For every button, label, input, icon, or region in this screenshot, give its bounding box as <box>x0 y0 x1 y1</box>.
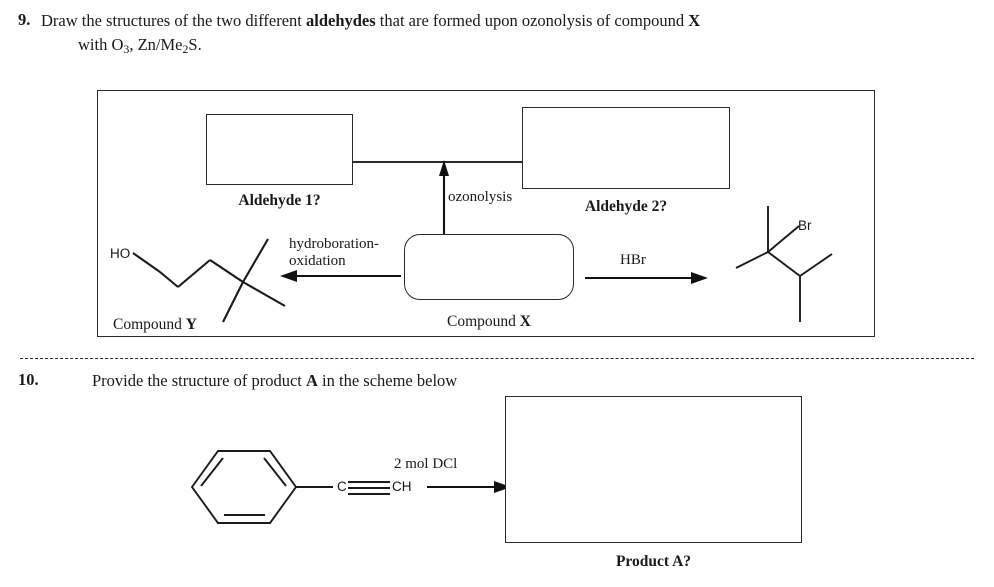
question-9-number: 9. <box>18 10 31 29</box>
hbr-arrow-head <box>691 272 708 284</box>
question-9-keyword-aldehydes: aldehydes <box>305 11 376 30</box>
aldehyde-1-answer-box[interactable] <box>206 114 353 185</box>
bond-cq-methyl-down <box>222 281 244 323</box>
bromide-br-label: Br <box>798 218 812 233</box>
product-a-caption: Product A? <box>615 553 692 570</box>
question-9-line2-mid: , Zn/Me <box>129 35 183 54</box>
bond-cq-methyl-left <box>735 251 769 269</box>
methyl-subscript: 2 <box>182 41 189 56</box>
benzene-ring <box>190 450 298 524</box>
compound-x-answer-box[interactable] <box>404 234 574 300</box>
phenylacetylene-structure <box>190 450 333 524</box>
aldehyde-2-caption: Aldehyde 2? <box>584 198 668 215</box>
compound-y-hydroxyl-label: HO <box>110 246 131 261</box>
bond-cq-methyl-right <box>242 281 286 307</box>
alkyl-bromide-structure <box>735 206 833 322</box>
compound-x-caption: Compound X <box>404 313 574 331</box>
scheme-9-frame <box>97 90 875 337</box>
alkyne-triple-bond <box>348 481 390 495</box>
hydroboration-label-line2: oxidation <box>289 252 346 269</box>
product-a-answer-box[interactable] <box>505 396 802 543</box>
bond-cq-methyl-up <box>242 238 269 283</box>
question-9-line2: with O3, Zn/Me2S. <box>78 34 202 57</box>
compound-y-letter: Y <box>185 316 197 333</box>
bond-c1-c2 <box>159 271 179 288</box>
bond-ch-methyl-right <box>799 253 833 277</box>
hydroboration-arrow <box>280 270 401 282</box>
alkyne-terminal-ch-label: CH <box>392 479 412 494</box>
hydroboration-arrow-head <box>280 270 297 282</box>
compound-x-caption-text: Compound <box>447 313 520 330</box>
ozone-subscript: 3 <box>123 41 130 56</box>
bond-oh-to-c1 <box>132 252 161 273</box>
bond-c2-c3 <box>177 259 211 288</box>
section-separator <box>20 358 974 359</box>
question-9-line2-pre: with O <box>78 35 124 54</box>
question-9-line1: Draw the structures of the two different… <box>41 10 700 31</box>
question-10-text-pre: Provide the structure of product <box>92 371 306 390</box>
hbr-arrow <box>585 272 708 284</box>
dcl-arrow <box>427 481 511 493</box>
question-9-line1-mid: that are formed upon ozonolysis of compo… <box>375 11 689 30</box>
benzene-inner-bond-left <box>200 457 224 487</box>
aldehyde-1-caption: Aldehyde 1? <box>238 192 321 209</box>
compound-x-letter: X <box>519 313 531 330</box>
bond-c-br <box>767 225 800 253</box>
aldehyde-2-answer-box[interactable] <box>522 107 730 189</box>
hydroboration-oxidation-label: hydroboration- oxidation <box>289 236 379 270</box>
dcl-reagent-label: 2 mol DCl <box>394 456 458 472</box>
hbr-label: HBr <box>620 252 646 268</box>
question-10-number: 10. <box>18 370 39 389</box>
compound-y-structure <box>132 238 286 323</box>
benzene-inner-bond-right <box>263 457 287 487</box>
dcl-arrow-head <box>494 481 511 493</box>
compound-y-caption: Compound Y <box>113 316 197 334</box>
question-9-line2-end: S. <box>188 35 202 54</box>
hydroboration-label-line1: hydroboration- <box>289 236 379 252</box>
ozonolysis-label: ozonolysis <box>448 189 513 205</box>
ozonolysis-arrow-head <box>439 160 449 176</box>
alkyne-carbon-label: C <box>337 479 347 494</box>
bond-cq-ch <box>767 251 801 277</box>
question-10-text-post: in the scheme below <box>317 371 458 390</box>
question-9-line1-pre: Draw the structures of the two different <box>41 11 306 30</box>
bond-c3-cq <box>209 259 244 283</box>
question-10-text: Provide the structure of product A in th… <box>92 370 457 391</box>
question-9-compound-x-ref: X <box>688 11 701 30</box>
compound-y-caption-text: Compound <box>113 316 186 333</box>
product-a-ref: A <box>305 371 318 390</box>
